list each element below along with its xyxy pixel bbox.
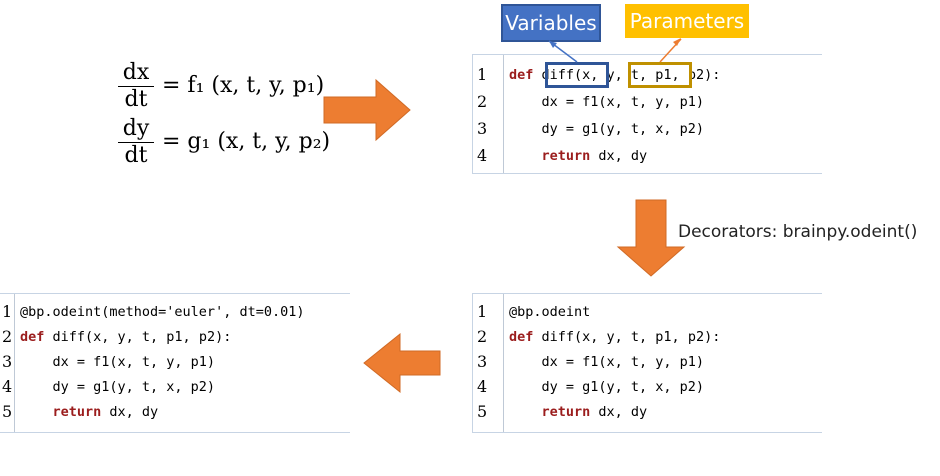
code-text: dy = g1(y, t, x, p2): [509, 121, 705, 137]
eq2-denominator: dt: [124, 143, 148, 168]
code-line: dy = g1(y, t, x, p2): [509, 121, 705, 137]
line-number: 3: [2, 352, 13, 371]
line-number: 4: [477, 377, 488, 396]
eq1-numerator: dx: [118, 60, 154, 87]
line-number: 1: [2, 302, 13, 321]
code-line: dx = f1(x, t, y, p1): [509, 94, 705, 110]
line-number: 2: [477, 327, 488, 346]
line-number: 2: [477, 92, 488, 111]
line-number-gutter: [473, 55, 504, 173]
code-line: dy = g1(y, t, x, p2): [509, 379, 705, 395]
code-keyword: return: [509, 148, 591, 164]
code-keyword: def: [509, 67, 534, 83]
code-text: @bp.odeint: [509, 304, 591, 320]
code-line: dy = g1(y, t, x, p2): [20, 379, 216, 395]
line-number: 3: [477, 352, 488, 371]
code-text: diff(x, y, t, p1, p2):: [533, 67, 721, 83]
line-number: 5: [2, 402, 13, 421]
code-keyword: def: [509, 329, 534, 345]
parameters-connector-head: [673, 38, 681, 46]
code-text: dx = f1(x, t, y, p1): [509, 354, 705, 370]
variables-highlight-box: [545, 62, 609, 88]
code-text: diff(x, y, t, p1, p2):: [44, 329, 232, 345]
code-line: @bp.odeint: [509, 304, 590, 320]
parameters-tag: Parameters: [625, 4, 749, 38]
line-number: 1: [477, 65, 488, 84]
code-line: def diff(x, y, t, p1, p2):: [509, 67, 720, 83]
code-text: dx = f1(x, t, y, p1): [509, 94, 705, 110]
left-arrow-icon: [363, 332, 441, 394]
code-line: def diff(x, y, t, p1, p2):: [509, 329, 720, 345]
variables-connector-head: [549, 41, 557, 48]
code-text: dx, dy: [590, 148, 648, 164]
line-number-gutter: [0, 294, 15, 432]
code-text: @bp.odeint(method='euler', dt=0.01): [20, 304, 305, 320]
variables-tag: Variables: [501, 4, 601, 42]
code-text: dx = f1(x, t, y, p1): [20, 354, 216, 370]
code-line: return dx, dy: [509, 404, 648, 420]
code-keyword: return: [20, 404, 102, 420]
code-line: def diff(x, y, t, p1, p2):: [20, 329, 231, 345]
parameters-highlight-box: [628, 62, 692, 88]
decorators-caption: Decorators: brainpy.odeint(): [678, 222, 918, 242]
line-number: 2: [2, 327, 13, 346]
eq1-fraction: dx dt: [118, 60, 154, 113]
code-line: dx = f1(x, t, y, p1): [509, 354, 705, 370]
code-panel-decorated: 1 2 3 4 5 @bp.odeint def diff(x, y, t, p…: [472, 293, 822, 433]
line-number: 4: [477, 146, 488, 165]
line-number: 1: [477, 302, 488, 321]
code-panel-top: 1 2 3 4 def diff(x, y, t, p1, p2): dx = …: [472, 54, 822, 174]
code-keyword: return: [509, 404, 591, 420]
code-text: diff(x, y, t, p1, p2):: [533, 329, 721, 345]
down-arrow-icon: [616, 199, 686, 277]
right-arrow-icon: [323, 78, 411, 142]
code-text: dx, dy: [590, 404, 648, 420]
line-number: 4: [2, 377, 13, 396]
eq2-rhs: = g₁ (x, t, y, p₂): [162, 129, 331, 154]
code-text: dx, dy: [101, 404, 159, 420]
code-text: dy = g1(y, t, x, p2): [20, 379, 216, 395]
code-line: return dx, dy: [20, 404, 159, 420]
code-line: return dx, dy: [509, 148, 648, 164]
code-text: dy = g1(y, t, x, p2): [509, 379, 705, 395]
eq2-fraction: dy dt: [118, 116, 154, 169]
line-number-gutter: [473, 294, 504, 432]
line-number: 3: [477, 119, 488, 138]
eq1-denominator: dt: [124, 87, 148, 112]
eq2-numerator: dy: [118, 116, 154, 143]
code-keyword: def: [20, 329, 45, 345]
code-line: dx = f1(x, t, y, p1): [20, 354, 216, 370]
line-number: 5: [477, 402, 488, 421]
code-panel-method: 1 2 3 4 5 @bp.odeint(method='euler', dt=…: [0, 293, 350, 433]
eq1-rhs: = f₁ (x, t, y, p₁): [162, 73, 325, 98]
code-line: @bp.odeint(method='euler', dt=0.01): [20, 304, 304, 320]
